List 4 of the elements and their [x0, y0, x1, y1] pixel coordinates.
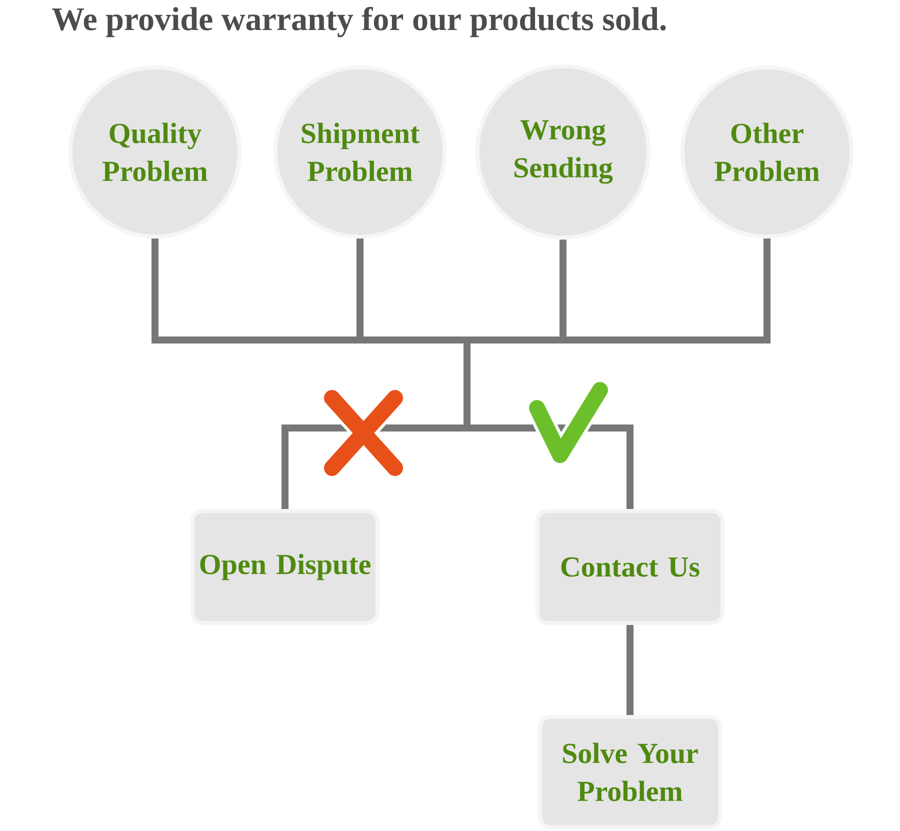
title: We provide warranty for our products sold. — [52, 6, 666, 38]
step-box: Contact Us — [536, 509, 724, 625]
step-box: Open Dispute — [190, 509, 380, 625]
step-box: Solve Your Problem — [538, 715, 722, 829]
